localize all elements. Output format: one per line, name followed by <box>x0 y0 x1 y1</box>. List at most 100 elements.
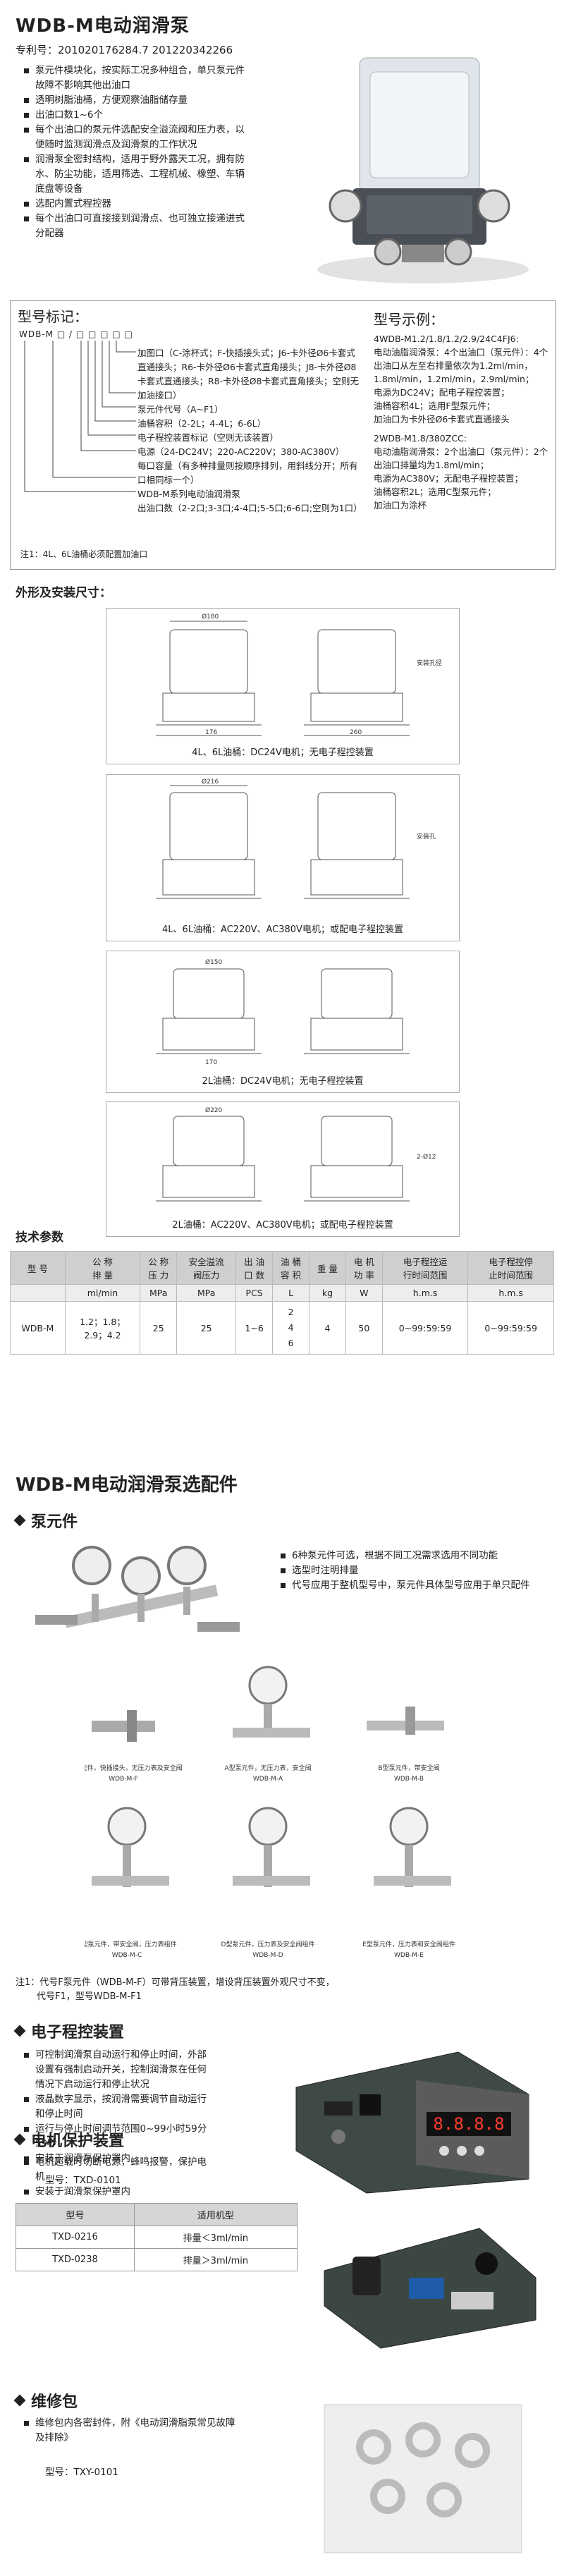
params-cell: 4 <box>309 1301 346 1355</box>
pump-title-text: 泵元件 <box>31 1513 78 1531</box>
patent-number: 专利号：201020176284.7 201220342266 <box>16 44 233 56</box>
params-header-cell: 电子程控停 止时间范围 <box>467 1251 554 1285</box>
motor-header-cell: 型号 <box>16 2203 135 2226</box>
motor-row: TXD-0216 排量＜3ml/min <box>16 2226 298 2249</box>
params-unit-cell: h.m.s <box>467 1284 554 1302</box>
controller-bullet: 运行与停止时间调节范围0~99小时59分59秒 <box>24 2122 214 2151</box>
motor-bullets: 电机超载时切断电源，蜂鸣报警，保护电机 安装于润滑泵保护罩内 <box>24 2155 207 2199</box>
motor-header-row: 型号 适用机型 <box>16 2203 298 2226</box>
accessories-title: WDB-M电动润滑泵选配件 <box>16 1475 238 1496</box>
params-header-cell: 公 称 排 量 <box>64 1251 141 1285</box>
motor-cell: TXD-0216 <box>16 2226 135 2249</box>
drawing-caption: 4L、6L油桶：DC24V电机；无电子程控装置 <box>192 747 374 758</box>
params-header-cell: 电子程控运 行时间范围 <box>381 1251 469 1285</box>
params-header-cell: 电 机 功 率 <box>345 1251 383 1285</box>
dim-label: Ø216 <box>202 778 219 786</box>
params-header-cell: 出 油 口 数 <box>235 1251 274 1285</box>
dim-label: Ø150 <box>205 958 223 966</box>
repair-bullet: 维修包内各密封件，附《电动润滑脂泵常见故障及排除》 <box>24 2416 235 2446</box>
repair-model: 型号：TXY-0101 <box>45 2467 118 2478</box>
repair-section-title: 维修包 <box>13 2389 78 2412</box>
drawing-3-lines: Ø150 170 <box>156 958 410 1066</box>
params-title: 技术参数 <box>16 1231 63 1245</box>
params-unit-cell: PCS <box>235 1284 274 1302</box>
variant-c: C型泵元件，带安全阀，压力表组件 WDB-M-C <box>85 1807 177 1959</box>
dim-label: 安装孔 <box>417 832 436 841</box>
feature-item: 选配内置式程控器 <box>24 197 250 212</box>
params-unit-cell: ml/min <box>64 1284 141 1302</box>
model-line: 出油口数（2-2口;3-3口;4-4口;5-5口;6-6口;空则为1口） <box>137 503 362 513</box>
variant-code: WDB-M-F <box>109 1776 137 1783</box>
repair-bullets: 维修包内各密封件，附《电动润滑脂泵常见故障及排除》 <box>24 2416 235 2446</box>
model-note: 注1：4L、6L油桶必须配置加油口 <box>20 549 148 559</box>
pump-bullets: 6种泵元件可选，根据不同工况需求选用不同功能 选型时注明排量 代号应用于整机型号… <box>281 1549 548 1593</box>
dimension-drawing-1: Ø180 176 260 安装孔径 4L、6L油桶：DC24V电机；无电子程控装… <box>106 608 460 764</box>
dim-label: 176 <box>205 729 217 736</box>
controller-photo: 8.8.8.8 <box>275 2038 543 2200</box>
motor-bullet: 电机超载时切断电源，蜂鸣报警，保护电机 <box>24 2155 207 2185</box>
model-line: 电源（24-DC24V；220-AC220V；380-AC380V） <box>137 446 345 457</box>
repair-title-text: 维修包 <box>31 2393 78 2411</box>
params-unit-cell <box>10 1284 66 1302</box>
pump-variants-grid: F型泵元件，快插接头，无压力表及安全阀 WDB-M-F A型泵元件，无压力表，安… <box>85 1666 455 1959</box>
model-line: 加图口（C-涂杯式；F-快插接头式；J6-卡外径Ø6卡套式直通接头；R6-卡外径… <box>137 348 359 401</box>
params-header-cell: 公 称 压 力 <box>140 1251 178 1285</box>
feature-item: 每个出油口可直接接到润滑点、也可独立接递进式分配器 <box>24 212 250 241</box>
example-line: 加油口为卡外径Ø6卡套式直通接头 <box>374 414 510 425</box>
dimensions-title: 外形及安装尺寸： <box>16 586 111 600</box>
params-cell: 2 4 6 <box>272 1301 309 1355</box>
dim-label: 170 <box>205 1059 217 1066</box>
variant-code: WDB-M-B <box>394 1776 424 1783</box>
params-unit-cell: MPa <box>176 1284 237 1302</box>
example-line: 4WDB-M1.2/1.8/1.2/2.9/24C4FJ6: <box>374 334 519 344</box>
controller-bullet: 可控制润滑泵自动运行和停止时间，外部设置有强制启动开关，控制润滑泵在任何情况下启… <box>24 2048 214 2092</box>
params-cell: 25 <box>176 1301 237 1355</box>
motor-bullet: 安装于润滑泵保护罩内 <box>24 2185 207 2199</box>
diamond-icon <box>13 2025 26 2037</box>
variant-caption: D型泵元件，压力表及安全阀组件 <box>221 1940 315 1948</box>
controller-display: 8.8.8.8 <box>433 2114 504 2134</box>
variant-caption: E型泵元件，压力表和安全阀组件 <box>362 1940 455 1948</box>
example-line: 2WDB-M1.8/380ZCC: <box>374 433 467 444</box>
params-cell: 50 <box>345 1301 383 1355</box>
pump-bullet: 选型时注明排量 <box>281 1563 548 1578</box>
params-cell: 0~99:59:59 <box>381 1301 469 1355</box>
controller-section-title: 电子程控装置 <box>13 2020 124 2042</box>
example-line: 电源为AC380V；无配电子程控装置； <box>374 473 523 484</box>
pump-note-line: 注1：代号F泵元件（WDB-M-F）可带背压装置，增设背压装置外观尺寸不变， <box>16 1977 335 1988</box>
params-units-row: ml/min MPa MPa PCS L kg W h.m.s h.m.s <box>10 1284 554 1302</box>
drawing-4-lines: Ø220 2-Ø12 <box>156 1106 436 1202</box>
model-label: 型号标记： <box>18 308 88 325</box>
model-description: 加图口（C-涂杯式；F-快插接头式；J6-卡外径Ø6卡套式直通接头；R6-卡外径… <box>137 346 363 515</box>
feature-item: 出油口数1~6个 <box>24 108 250 123</box>
drawing-caption: 2L油桶：DC24V电机；无电子程控装置 <box>202 1076 364 1087</box>
model-line: 泵元件代号（A~F1） <box>137 404 223 415</box>
feature-item: 泵元件模块化，按实际工况多种组合，单只泵元件故障不影响其他出油口 <box>24 63 250 93</box>
params-header-cell: 型 号 <box>10 1251 66 1285</box>
controller-bullet: 液晶数字显示，按润滑需要调节自动运行和停止时间 <box>24 2092 214 2122</box>
params-unit-cell: W <box>345 1284 383 1302</box>
diamond-icon <box>13 2133 26 2146</box>
dim-label: 260 <box>350 729 362 736</box>
controller-model: 型号：TXD-0101 <box>45 2175 121 2186</box>
variant-code: WDB-M-A <box>253 1776 283 1783</box>
variant-a: A型泵元件，无压力表，安全阀 WDB-M-A <box>224 1666 312 1783</box>
pump-bullet: 代号应用于整机型号中，泵元件具体型号应用于单只配件 <box>281 1578 548 1593</box>
example-line: 电源为DC24V；配电子程控装置； <box>374 387 510 398</box>
drawing-caption: 4L、6L油桶：AC220V、AC380V电机；或配电子程控装置 <box>162 924 403 935</box>
model-line: 电子程控装置标记（空则无该装置） <box>137 432 279 443</box>
motor-row: TXD-0238 排量＞3ml/min <box>16 2248 298 2271</box>
params-header-cell: 重 量 <box>309 1251 346 1285</box>
variant-d: D型泵元件，压力表及安全阀组件 WDB-M-D <box>221 1807 315 1959</box>
variant-caption: F型泵元件，快插接头，无压力表及安全阀 <box>85 1764 183 1772</box>
variant-b: B型泵元件，带安全阀 WDB-M-B <box>367 1707 444 1783</box>
drawing-2-lines: Ø216 安装孔 <box>156 778 436 899</box>
model-line: WDB-M系列电动油润滑泵 <box>137 489 240 499</box>
diamond-icon <box>13 1514 26 1527</box>
example-line: 电动油脂润滑泵：2个出油口（泵元件）：2个出油口排量均为1.8ml/min； <box>374 446 548 470</box>
params-unit-cell: MPa <box>140 1284 178 1302</box>
motor-table: 型号 适用机型 TXD-0216 排量＜3ml/min TXD-0238 排量＞… <box>16 2203 298 2271</box>
dim-label: 2-Ø12 <box>417 1153 436 1161</box>
drawing-caption: 2L油桶：AC220V、AC380V电机；或配电子程控装置 <box>172 1220 393 1231</box>
pump-element-photo <box>21 1537 261 1657</box>
